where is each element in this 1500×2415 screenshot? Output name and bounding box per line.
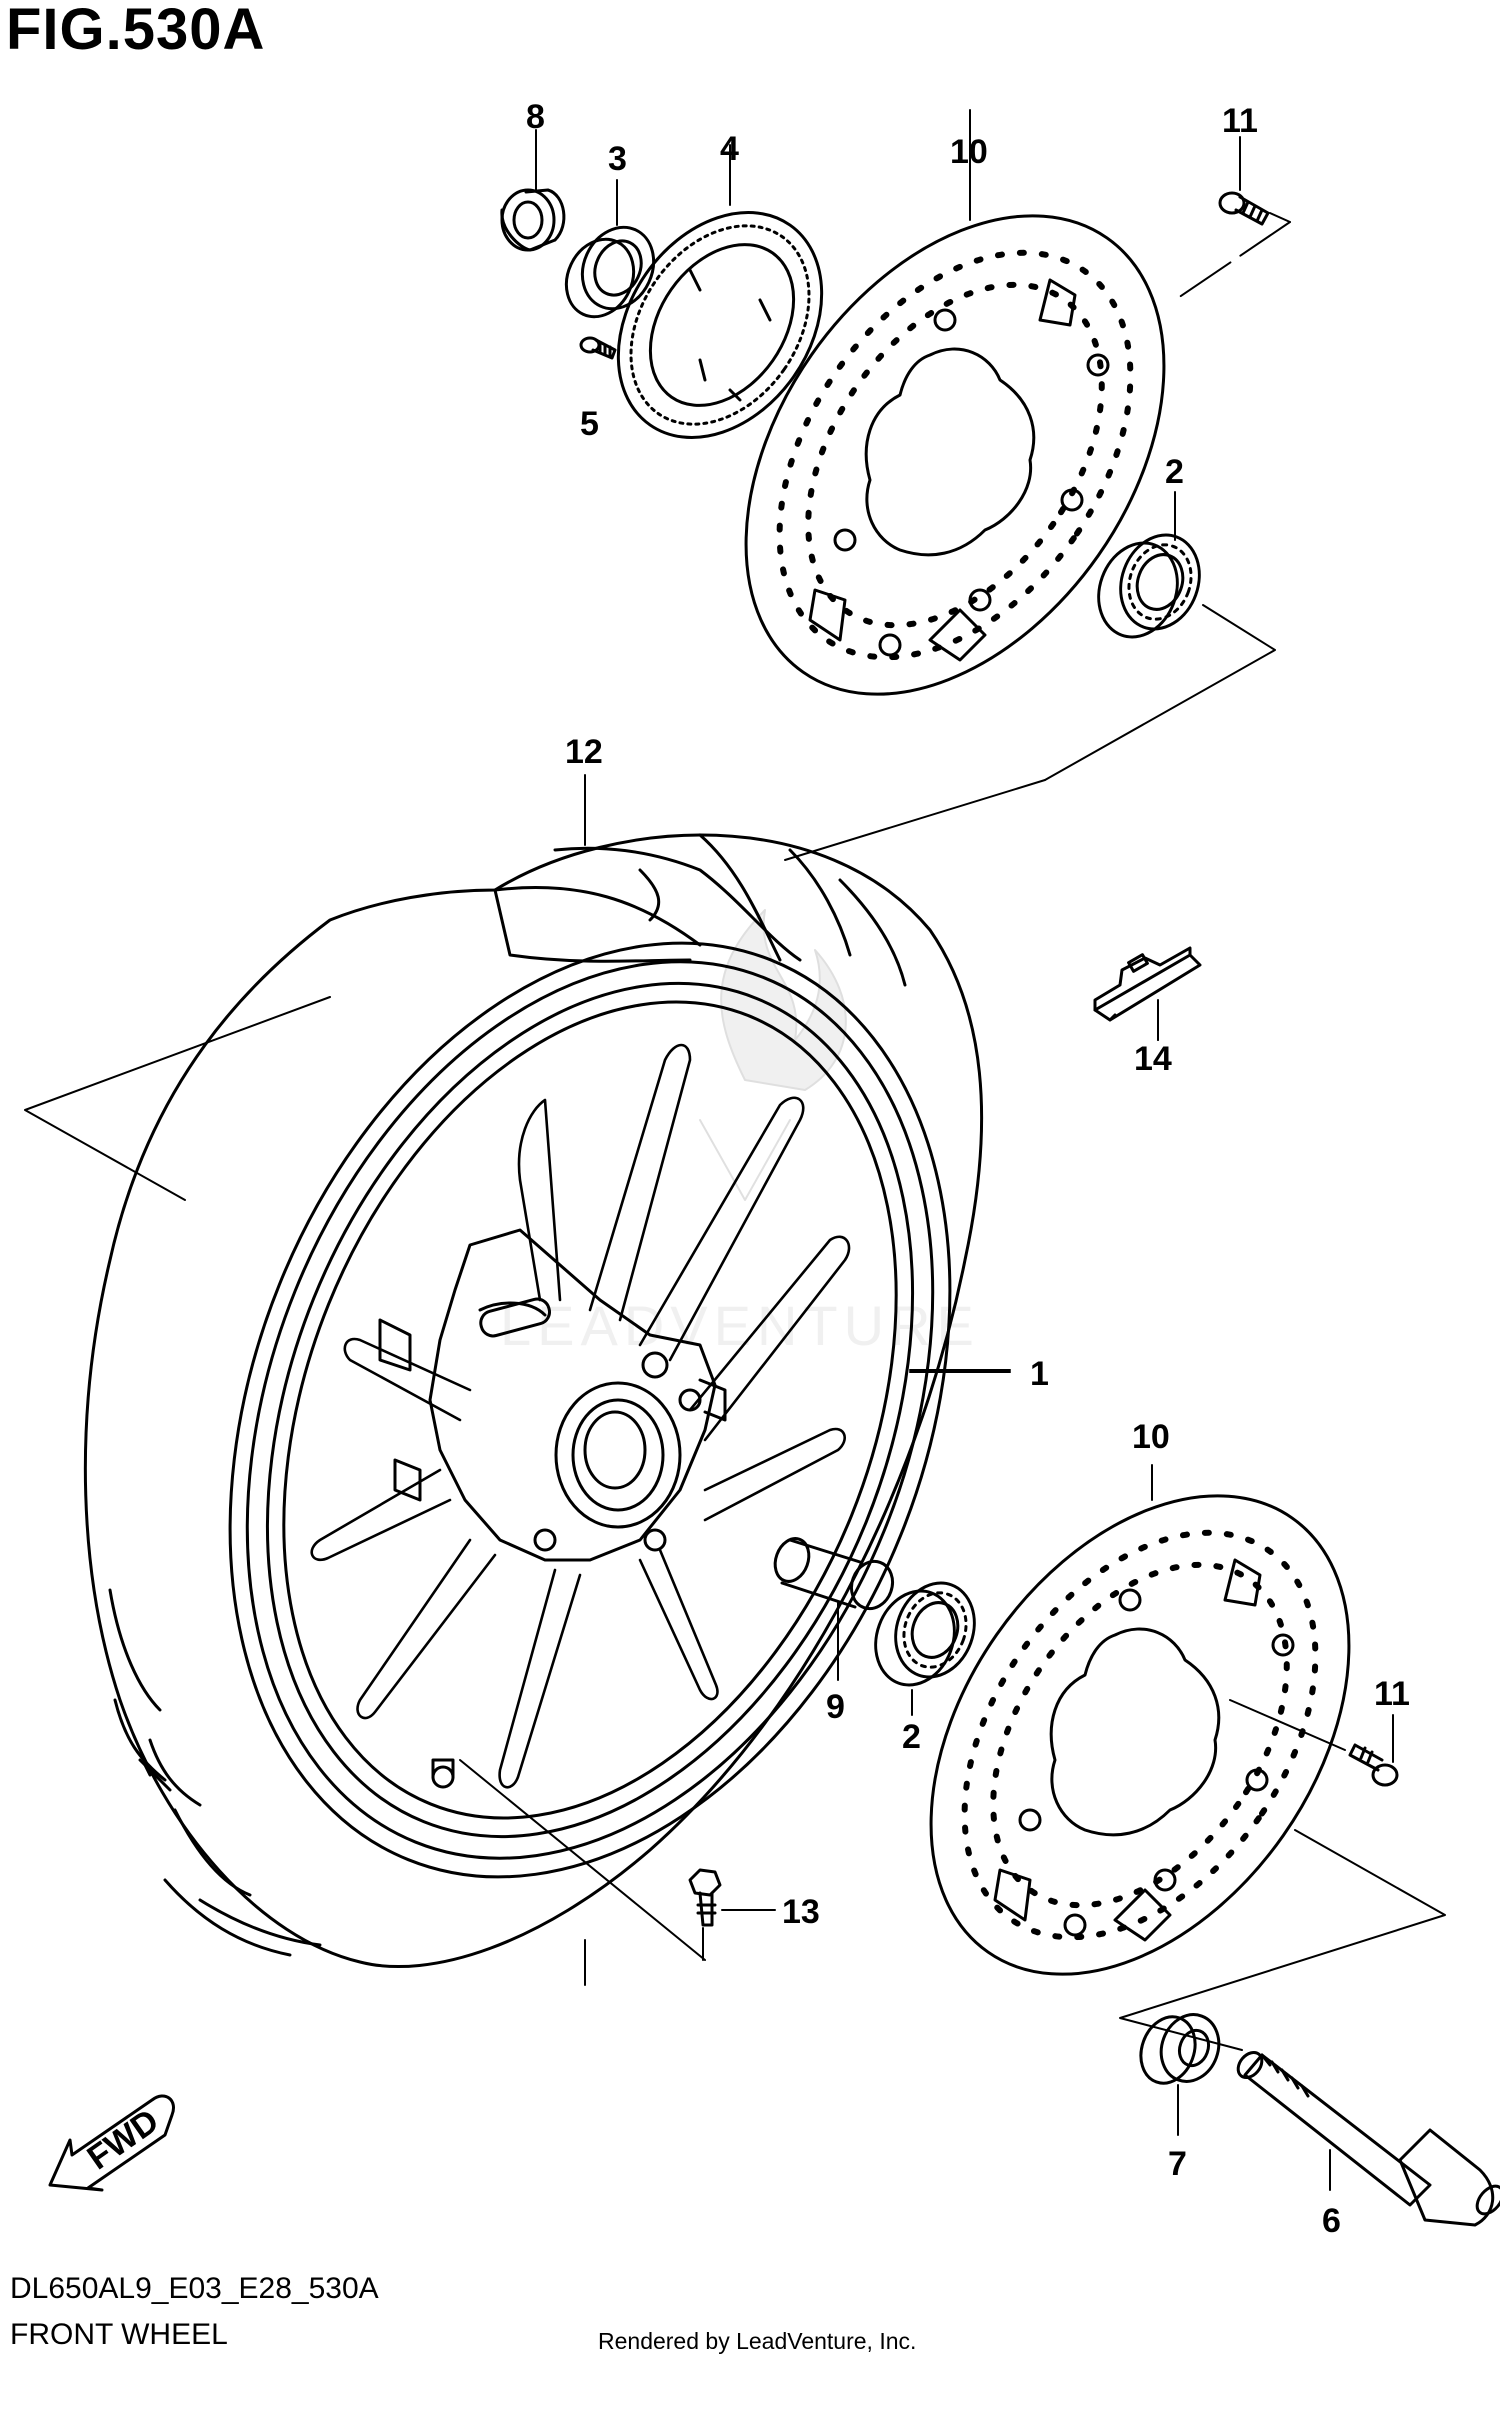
- rim: [228, 941, 952, 1879]
- figure-title: FIG.530A: [6, 0, 266, 62]
- brake-disc-lower: [929, 1464, 1446, 2051]
- fwd-label: FWD: [81, 2102, 166, 2178]
- callout-2-upper: 2: [1165, 453, 1184, 491]
- bearing-lower: [874, 1581, 976, 1716]
- callout-4: 4: [720, 130, 739, 168]
- callout-12: 12: [565, 733, 603, 771]
- callout-13: 13: [782, 1893, 820, 1931]
- callout-1: 1: [1030, 1355, 1049, 1393]
- collar-part-8: [500, 129, 566, 252]
- spacer-part-9: [773, 1537, 895, 1681]
- render-credit: Rendered by LeadVenture, Inc.: [598, 2328, 917, 2354]
- callout-3: 3: [608, 140, 627, 178]
- hub: [378, 1228, 727, 1789]
- bearing-upper: [1044, 491, 1276, 781]
- valve-phantom-line: [459, 1759, 706, 1961]
- callout-9: 9: [826, 1688, 845, 1726]
- fwd-arrow: FWD: [48, 2094, 175, 2192]
- callout-11-upper: 11: [1222, 102, 1258, 140]
- wheel-phantom-lines: [24, 779, 1046, 1371]
- valve-part-13: [688, 1868, 776, 1961]
- disc-bolt-upper: [1174, 136, 1291, 301]
- callout-14: 14: [1134, 1040, 1172, 1078]
- axle-part-6: [1236, 2050, 1500, 2227]
- callout-10-lower: 10: [1132, 1418, 1170, 1456]
- watermark: LEADVENTURE: [500, 909, 974, 1357]
- balance-weight-part-14: [1093, 946, 1202, 1041]
- oil-seal-part-3: [564, 179, 656, 319]
- callouts: 1 2 2 3 4 5 6 7 8 9 10 10 11 11 12 13 14: [526, 98, 1410, 2240]
- screw-part-5: [579, 336, 617, 360]
- callout-8: 8: [526, 98, 545, 136]
- tire: [83, 833, 984, 1969]
- spokes: [310, 1043, 851, 1789]
- sensor-rotor-part-4: [616, 144, 824, 439]
- callout-7: 7: [1168, 2145, 1187, 2183]
- collar-part-7: [1139, 2013, 1221, 2136]
- callout-10-upper: 10: [950, 133, 988, 171]
- disc-bolt-lower: [1348, 1714, 1399, 1787]
- callout-6: 6: [1322, 2202, 1341, 2240]
- diagram-code: DL650AL9_E03_E28_530A: [10, 2272, 379, 2305]
- callout-11-lower: 11: [1374, 1675, 1410, 1713]
- callout-5: 5: [580, 405, 599, 443]
- callout-2-lower: 2: [902, 1718, 921, 1756]
- section-title: FRONT WHEEL: [10, 2318, 228, 2351]
- brake-disc-upper: [744, 109, 1166, 696]
- leader-lines: [909, 999, 1159, 1373]
